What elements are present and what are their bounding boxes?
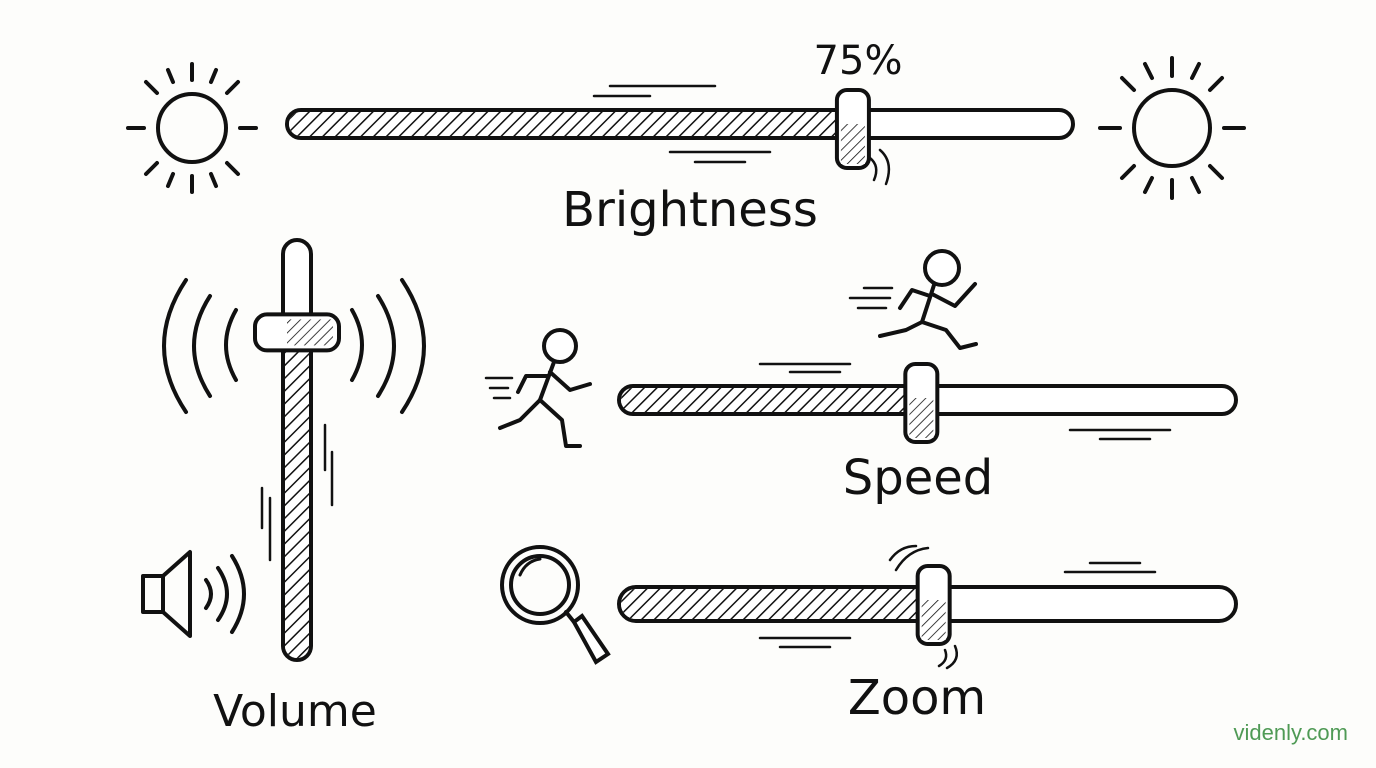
brightness-fill bbox=[289, 112, 853, 136]
motion-lines bbox=[758, 362, 1172, 441]
magnifier-icon bbox=[500, 545, 611, 665]
speed-knob[interactable] bbox=[903, 362, 940, 444]
speed-slider[interactable]: Speed bbox=[484, 249, 1238, 506]
speed-label: Speed bbox=[843, 450, 993, 506]
brightness-slider[interactable]: 75% Brightness bbox=[126, 38, 1246, 238]
motion-lines bbox=[260, 423, 334, 562]
watermark: videnly.com bbox=[1233, 720, 1348, 745]
runner-icon bbox=[484, 328, 592, 448]
volume-knob[interactable] bbox=[253, 312, 341, 353]
zoom-label: Zoom bbox=[848, 670, 986, 726]
zoom-slider[interactable]: Zoom bbox=[500, 544, 1238, 726]
sound-waves-icon bbox=[162, 278, 426, 414]
brightness-value: 75% bbox=[814, 38, 903, 84]
motion-lines bbox=[592, 84, 891, 186]
speaker-icon bbox=[141, 550, 246, 638]
zoom-fill bbox=[621, 589, 934, 619]
runner-icon bbox=[848, 249, 978, 350]
speed-fill bbox=[621, 388, 922, 412]
motion-lines bbox=[758, 544, 1157, 670]
volume-slider[interactable]: Volume bbox=[141, 238, 426, 737]
brightness-knob[interactable] bbox=[834, 88, 871, 170]
sun-icon bbox=[1098, 56, 1246, 200]
sun-icon bbox=[126, 62, 258, 194]
volume-label: Volume bbox=[213, 686, 377, 737]
volume-fill bbox=[285, 332, 309, 658]
brightness-label: Brightness bbox=[562, 182, 818, 238]
zoom-knob[interactable] bbox=[915, 564, 952, 646]
